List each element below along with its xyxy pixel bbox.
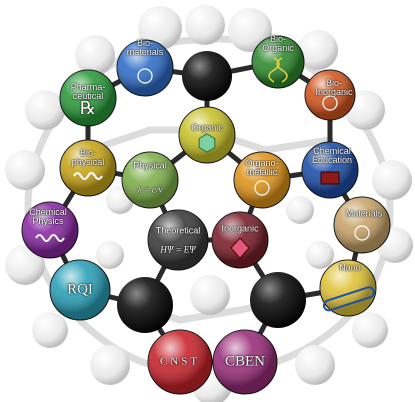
metal-complex-icon bbox=[254, 180, 270, 196]
topic-ball-organic bbox=[178, 106, 236, 164]
hexagon-icon bbox=[198, 133, 216, 153]
spring-icon bbox=[73, 172, 103, 180]
topic-ball-cben bbox=[212, 329, 278, 395]
burst-icon bbox=[137, 68, 153, 84]
topic-ball-physical bbox=[121, 151, 179, 209]
topic-ball-bioorganic bbox=[251, 35, 305, 89]
topic-ball-biomaterials bbox=[116, 39, 174, 97]
book-icon bbox=[320, 171, 340, 185]
topic-ball-materials bbox=[333, 196, 391, 254]
lattice-icon bbox=[354, 225, 370, 241]
wave-icon bbox=[35, 234, 65, 242]
dna-helix-icon bbox=[268, 57, 288, 83]
topic-ball-bioinorganic bbox=[304, 69, 356, 121]
topic-ball-chemical-physics bbox=[21, 201, 79, 259]
topic-ball-organometallic bbox=[233, 151, 291, 209]
crystal-icon bbox=[230, 237, 250, 259]
topic-ball-biophysical bbox=[59, 139, 117, 197]
topic-ball-cnst bbox=[147, 329, 213, 395]
topic-ball-inorganic bbox=[211, 211, 269, 269]
topic-balls bbox=[21, 35, 391, 395]
topic-ball-rqi bbox=[49, 259, 111, 321]
nanotube-icon bbox=[322, 286, 375, 312]
topic-ball-theoretical bbox=[147, 209, 209, 271]
topic-ball-nano bbox=[319, 259, 377, 317]
topic-ball-chemical-education bbox=[301, 141, 359, 199]
topic-ball-pharmaceutical bbox=[59, 69, 117, 127]
molecule-cluster-icon bbox=[322, 95, 338, 111]
black-balls bbox=[117, 51, 306, 333]
